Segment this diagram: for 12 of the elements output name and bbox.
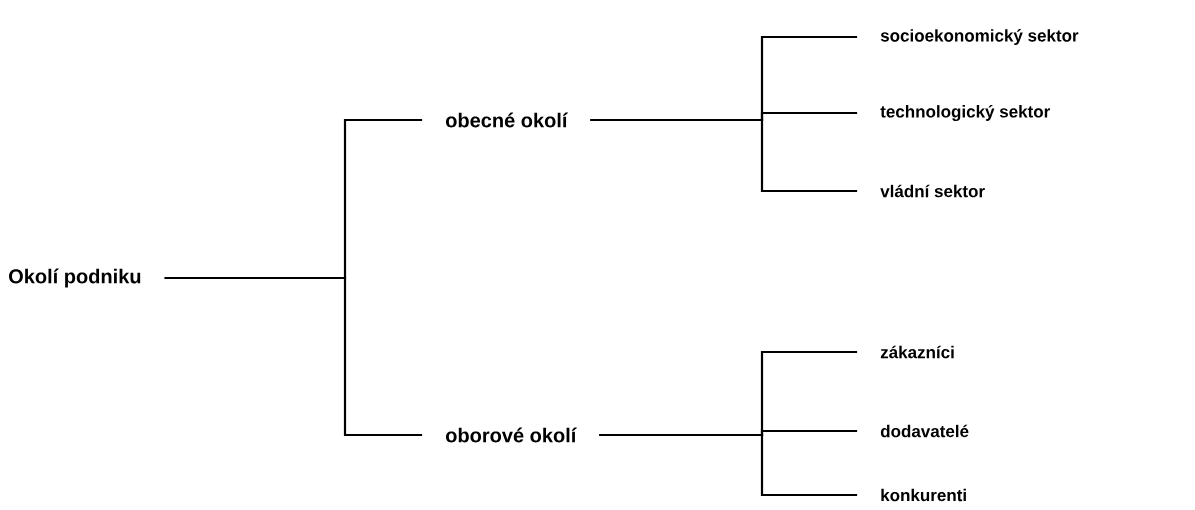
connector-line xyxy=(590,118,858,193)
node-label: konkurenti xyxy=(881,488,966,502)
node-label: technologický sektor xyxy=(880,104,1050,122)
node-label: zákazníci xyxy=(880,345,954,359)
connector-line xyxy=(164,276,423,437)
node-label: obecné okolí xyxy=(446,112,568,128)
connector-line xyxy=(599,433,858,497)
node-label: oborové okolí xyxy=(446,427,577,443)
node-label: vládní sektor xyxy=(880,184,985,198)
node-label: Okolí podniku xyxy=(9,268,141,288)
node-label: dodavatelé xyxy=(880,424,969,438)
node-label: socioekonomický sektor xyxy=(880,29,1079,45)
